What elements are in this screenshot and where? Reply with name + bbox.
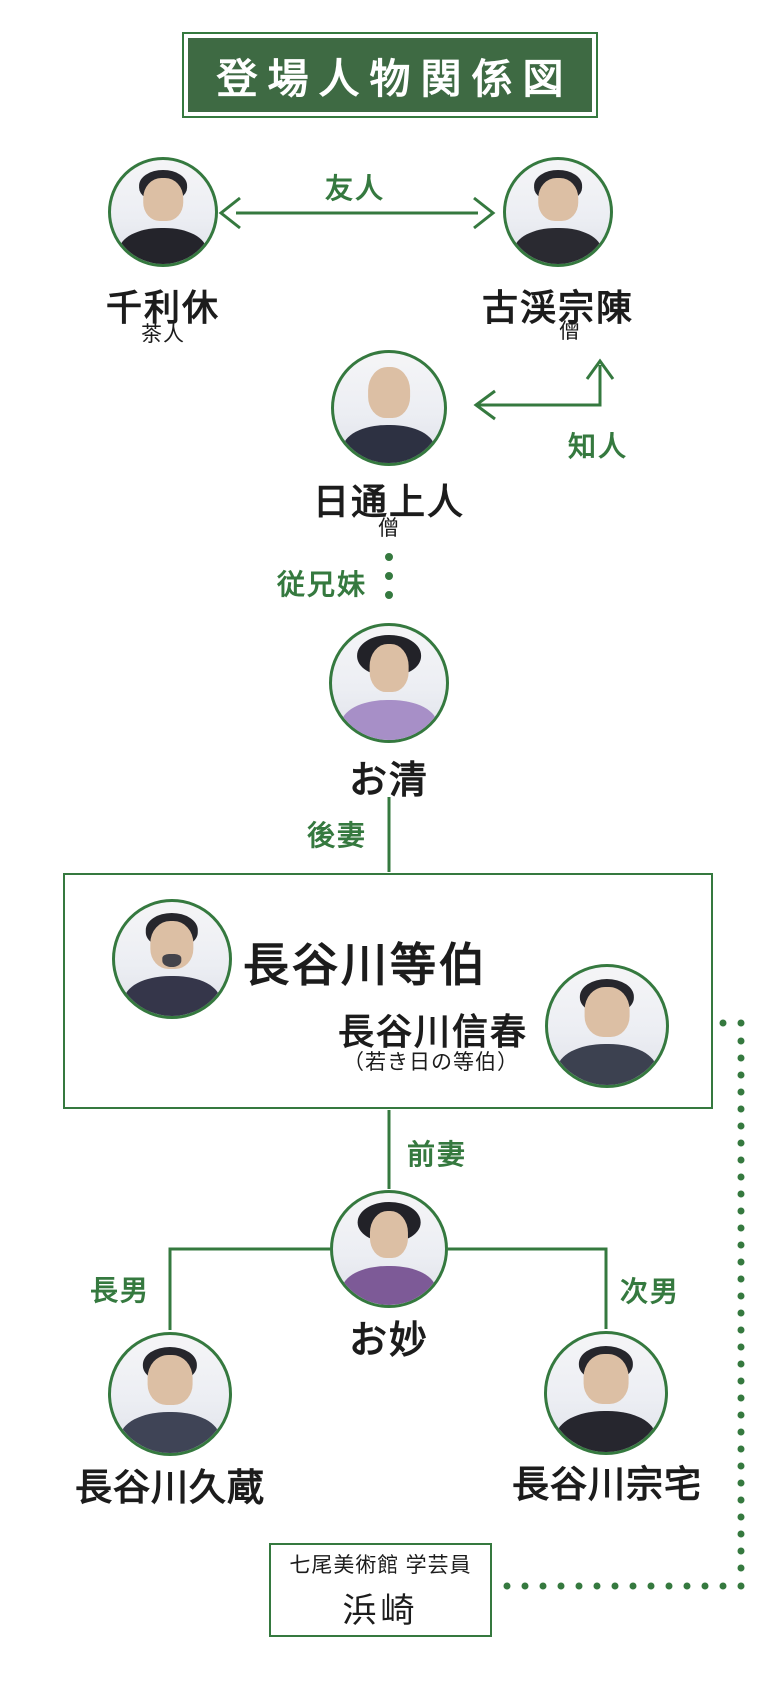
relation-label-cousin: 従兄妹 xyxy=(276,570,368,601)
photo-sen-no-rikyu xyxy=(108,157,218,267)
photo-otae xyxy=(330,1190,448,1308)
portrait-face xyxy=(369,644,409,693)
arrow-left-icon xyxy=(473,389,496,421)
person-name-hasegawa-nobuharu: 長谷川信春 xyxy=(337,1012,529,1052)
person-role-sen-no-rikyu: 茶人 xyxy=(141,322,185,346)
relation-label-acquaintance: 知人 xyxy=(567,432,629,463)
relation-label-first-wife: 前妻 xyxy=(406,1140,468,1171)
portrait-kimono xyxy=(342,424,436,463)
curator-role: 七尾美術館 学芸員 xyxy=(289,1552,472,1577)
person-name-okiyo: お清 xyxy=(348,760,430,802)
relation-label-second-son: 次男 xyxy=(619,1277,681,1308)
portrait-face xyxy=(538,177,578,222)
relation-label-friend: 友人 xyxy=(324,174,386,205)
photo-hasegawa-sotaku xyxy=(544,1331,668,1455)
photo-hasegawa-tohaku xyxy=(112,899,232,1019)
photo-hasegawa-kyuzo xyxy=(108,1332,232,1456)
arrow-up-icon xyxy=(585,358,615,380)
portrait-kimono xyxy=(557,1043,657,1085)
photo-hasegawa-nobuharu xyxy=(545,964,669,1088)
arrow-left-icon xyxy=(218,196,241,230)
portrait-kimono xyxy=(120,1411,220,1453)
portrait-face xyxy=(583,1354,629,1404)
person-name-nittsu-shonin: 日通上人 xyxy=(312,482,466,522)
person-name-hamasaki: 浜崎 xyxy=(342,1592,419,1630)
relation-label-second-wife: 後妻 xyxy=(306,821,368,852)
portrait-face xyxy=(368,367,410,418)
photo-kokei-sochin xyxy=(503,157,613,267)
person-note-hasegawa-nobuharu: （若き日の等伯） xyxy=(343,1050,519,1074)
photo-okiyo xyxy=(329,623,449,743)
page-title: 登場人物関係図 xyxy=(182,32,598,118)
curator-box: 七尾美術館 学芸員 浜崎 xyxy=(269,1543,492,1637)
photo-nittsu-shonin xyxy=(331,350,447,466)
portrait-face xyxy=(584,987,630,1037)
portrait-face xyxy=(369,1210,409,1258)
portrait-kimono xyxy=(514,227,602,264)
second-son-branch-line xyxy=(448,1247,608,1329)
relation-label-eldest-son: 長男 xyxy=(89,1276,151,1307)
arrow-right-icon xyxy=(473,196,496,230)
person-role-kokei-sochin: 僧 xyxy=(559,319,581,343)
portrait-face xyxy=(147,1355,193,1405)
portrait-kimono xyxy=(341,700,437,740)
person-name-hasegawa-tohaku: 長谷川等伯 xyxy=(243,940,488,991)
page-title-text: 登場人物関係図 xyxy=(188,38,592,112)
acquaintance-arrow-line xyxy=(477,365,602,407)
portrait-kimono xyxy=(556,1410,656,1452)
person-name-otae: お妙 xyxy=(348,1320,430,1362)
person-name-hasegawa-kyuzo: 長谷川久蔵 xyxy=(75,1468,265,1509)
portrait-face xyxy=(143,177,183,222)
eldest-son-branch-line xyxy=(168,1247,330,1330)
portrait-kimono xyxy=(341,1265,437,1305)
person-role-nittsu-shonin: 僧 xyxy=(378,516,400,540)
person-name-hasegawa-sotaku: 長谷川宗宅 xyxy=(512,1465,702,1506)
portrait-kimono xyxy=(124,976,220,1016)
person-name-kokei-sochin: 古渓宗陳 xyxy=(481,288,635,328)
portrait-kimono xyxy=(119,227,207,264)
portrait-beard xyxy=(162,954,182,967)
person-name-sen-no-rikyu: 千利休 xyxy=(105,288,221,328)
